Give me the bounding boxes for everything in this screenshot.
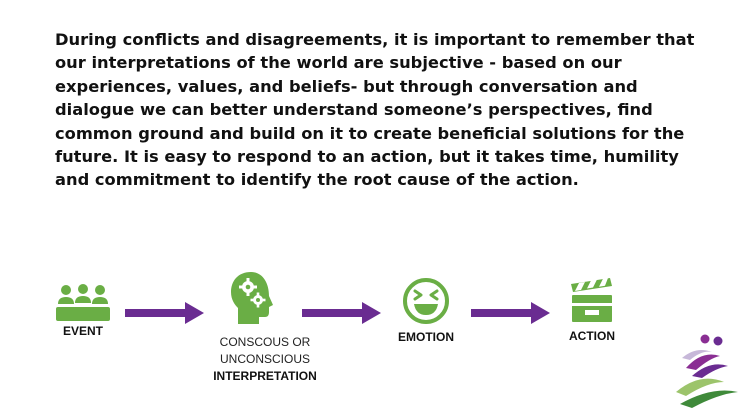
flow-arrow-3 <box>471 302 550 324</box>
event-label: EVENT <box>62 324 103 338</box>
action-label: ACTION <box>569 329 615 343</box>
interpretation-line-2: UNCONSCIOUS <box>219 352 310 366</box>
interpretation-line-1: CONSCOUS OR <box>219 335 311 349</box>
interpretation-label: CONSCOUS OR UNCONSCIOUS INTERPRETATION <box>195 334 335 385</box>
group-people-icon <box>56 284 110 321</box>
purple-green-swoosh-logo <box>676 334 738 408</box>
clapperboard-icon <box>571 278 612 322</box>
body-paragraph: During conflicts and disagreements, it i… <box>55 30 695 190</box>
flow-arrow-2 <box>302 302 381 324</box>
laughing-face-icon <box>403 278 449 324</box>
flow-arrow-1 <box>125 302 204 324</box>
head-gears-icon <box>231 272 273 324</box>
interpretation-line-3: INTERPRETATION <box>213 369 317 383</box>
emotion-label: EMOTION <box>398 330 454 344</box>
